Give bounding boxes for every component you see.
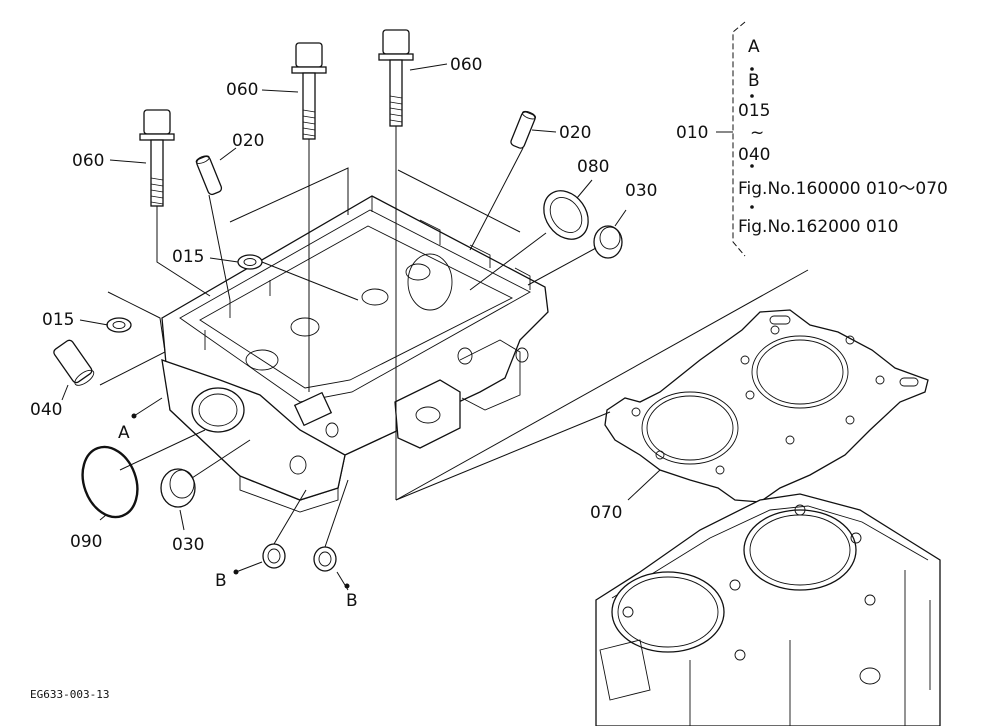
callout-cap-bottom: 030: [172, 535, 204, 555]
callout-assembly: 010: [676, 123, 708, 143]
leader-lines: [61, 63, 809, 591]
callout-gasket: 070: [590, 503, 622, 523]
bolt-right: [378, 29, 414, 127]
seal-b-right: [313, 546, 337, 572]
note-line-a: A: [748, 37, 760, 57]
note-line-015: 015: [738, 101, 770, 121]
callout-bolt-b: 060: [226, 80, 258, 100]
callout-ring-top: 080: [577, 157, 609, 177]
ref-a: A: [118, 423, 130, 443]
ref-b-left: B: [215, 571, 227, 591]
callout-oring: 090: [70, 532, 102, 552]
seal-top: [237, 254, 263, 270]
bolt-middle: [291, 42, 327, 140]
note-line-tilde: ~: [750, 123, 764, 143]
seal-b-left: [262, 543, 286, 569]
oring-090: [81, 445, 139, 519]
assembly-note-bracket: [716, 21, 754, 257]
callout-bolt-a: 060: [72, 151, 104, 171]
callout-seal-left: 015: [42, 310, 74, 330]
plug-right: [510, 110, 537, 149]
plug-left: [195, 155, 223, 196]
note-line-040: 040: [738, 145, 770, 165]
pin-040: [53, 339, 95, 386]
reference-dots: [131, 413, 350, 589]
diagram-code: EG633-003-13: [30, 688, 109, 701]
cylinder-head: [161, 195, 549, 513]
note-line-b: B: [748, 71, 760, 91]
cap-bottom-030: [160, 468, 196, 508]
ref-b-right: B: [346, 591, 358, 611]
callout-pin: 040: [30, 400, 62, 420]
bolt-left: [139, 109, 175, 207]
cap-top-030: [593, 225, 623, 259]
head-gasket: [604, 309, 929, 503]
callout-bolt-c: 060: [450, 55, 482, 75]
callout-seal-top: 015: [172, 247, 204, 267]
note-line-fig-162000: Fig.No.162000 010: [738, 217, 898, 237]
callout-cap-top: 030: [625, 181, 657, 201]
note-line-fig-160000: Fig.No.160000 010～070: [738, 179, 948, 199]
ring-080: [543, 190, 589, 240]
callout-plug-left: 020: [232, 131, 264, 151]
seal-left: [106, 317, 132, 333]
cylinder-block: [595, 493, 941, 726]
callout-plug-right: 020: [559, 123, 591, 143]
